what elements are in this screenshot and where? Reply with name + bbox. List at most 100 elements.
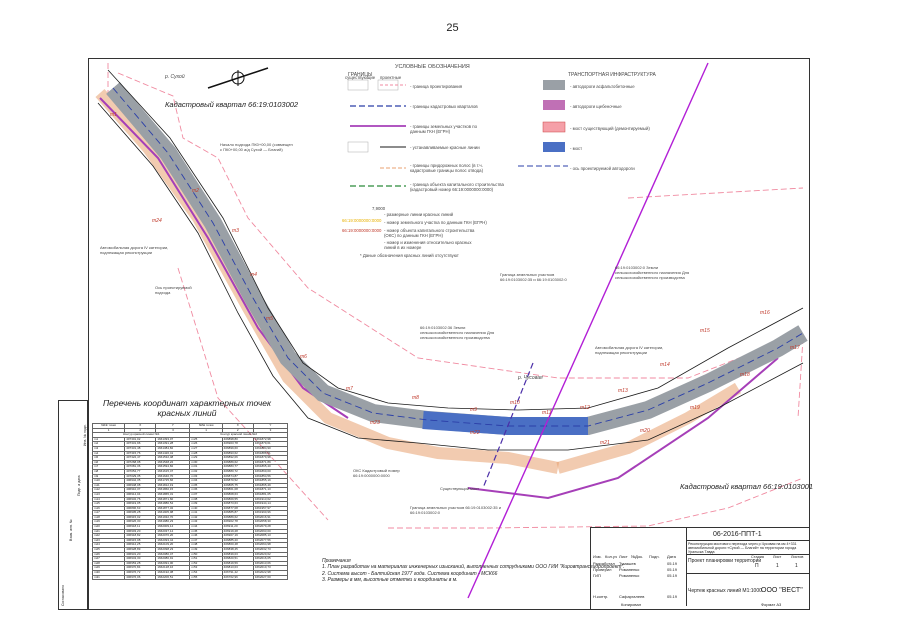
- label-parcel-right: 66:19:0103002:0 Земли сельскохозяйственн…: [615, 265, 690, 280]
- point-label: m13: [618, 388, 628, 394]
- person-role: Проверил: [593, 567, 612, 572]
- sheets-value: 1: [795, 563, 798, 569]
- point-label: m23: [370, 420, 380, 426]
- point-label: m17: [790, 345, 800, 351]
- point-label: m14: [660, 362, 670, 368]
- legend-note: - номер земельного участка по данным ГКН…: [384, 220, 487, 225]
- label-road-left: Автомобильная дорога IV категории, подле…: [100, 245, 169, 255]
- sheet-value: 1: [776, 563, 779, 569]
- person-date: 05.19: [667, 594, 678, 599]
- legend-note: - номер объекта капитального строительст…: [384, 228, 475, 238]
- bridge: [422, 411, 588, 435]
- point-label: m3: [232, 228, 239, 234]
- point-label: m10: [510, 400, 520, 406]
- point-label: m22: [470, 430, 480, 436]
- road-axis: [112, 87, 804, 427]
- label-road-right: Автомобильная дорога IV категории, подле…: [595, 345, 664, 355]
- legend-col-existing: существующие: [345, 75, 376, 80]
- legend-item: - автодороги щебеночные: [570, 104, 622, 109]
- point-label: m11: [542, 410, 552, 416]
- doc-code: 06-2016-ППТ-1: [713, 531, 762, 538]
- point-label: m2: [192, 188, 199, 194]
- person-role: ГИП: [593, 573, 601, 578]
- label-river-top: р. Сухой: [165, 74, 185, 80]
- stamp-col: Изм.: [593, 554, 602, 559]
- cadastral-quarter-boundary: [482, 362, 534, 489]
- remarks-line: 3. Размеры в мм, высотные отметки и коор…: [322, 576, 458, 583]
- legend-item: - мост: [570, 146, 583, 151]
- object-name: Реконструкция мостового перехода через р…: [688, 542, 797, 555]
- legend-code-sample: 66:19:0000000:0000: [342, 218, 382, 223]
- person-name: Романенко: [619, 567, 640, 572]
- legend-item: - границы придорожных полос (в т.ч. када…: [410, 163, 484, 173]
- stage-header: Стадия: [751, 555, 764, 559]
- parcel-boundary-east: [467, 357, 779, 500]
- point-label: m18: [740, 372, 750, 378]
- person-role: Разработал: [593, 561, 615, 566]
- margin-label: Согласовано: [61, 584, 65, 606]
- remarks: Примечания 1. План разработан на материа…: [322, 558, 625, 583]
- legend-item: - граница проектирования: [410, 84, 463, 89]
- copied-label: Копировал: [621, 602, 642, 607]
- legend-swatches: [347, 79, 568, 187]
- point-label: m24: [152, 218, 162, 224]
- person-date: 05.19: [667, 573, 678, 578]
- legend-note: * Даные обозначения красных линий отсутс…: [360, 253, 459, 258]
- stamp-col: Подп.: [649, 554, 660, 559]
- label-boundary-bottom: Граница земельных участков 66:19:0103002…: [410, 505, 501, 515]
- label-river: р. Чусовая: [518, 375, 543, 381]
- format-label: Формат А3: [761, 602, 782, 607]
- label-parcel-mid: 66:19:0103002:36 Земли сельскохозяйствен…: [420, 325, 495, 340]
- point-label: m20: [640, 428, 650, 434]
- page-number: 25: [446, 22, 459, 34]
- stamp-col: Лист: [619, 554, 628, 559]
- margin-label: Подп. и дата: [77, 475, 81, 496]
- label-oks: ОКС Кадастровый номер 66:19:0000000:0000: [353, 468, 400, 478]
- coords-cell: m55: [189, 574, 223, 581]
- point-label: m4: [250, 272, 257, 278]
- stamp-col: Дата: [667, 554, 676, 559]
- margin-label: Взам. инв. №: [69, 519, 73, 541]
- coords-title: Перечень координат характерных точек кра…: [103, 398, 271, 418]
- point-label: m6: [300, 354, 307, 360]
- legend-item: - граница объекта капитального строитель…: [410, 182, 504, 192]
- label-start: Начало подхода ПК0+00,00 (совмещен с ПК0…: [220, 142, 293, 152]
- river-line: [467, 62, 709, 599]
- legend-item: - мост существующий (демонтируемый): [570, 126, 650, 131]
- legend-note: - размерные линии красных линий: [384, 212, 454, 217]
- coords-cell: m31: [91, 574, 126, 581]
- point-label: m7: [346, 386, 353, 392]
- legend-note: - номер и изменения относительно красных…: [384, 240, 472, 250]
- point-label: m5: [266, 316, 273, 322]
- point-label: m15: [700, 328, 710, 334]
- label-axis: Ось проектируемой подхода: [155, 285, 192, 295]
- legend-dim-sample: 7,9000: [372, 206, 386, 211]
- margin-strip: Согласовано Взам. инв. № Подп. и дата Ин…: [58, 400, 88, 610]
- point-label: m1: [110, 112, 117, 118]
- red-line-north: [107, 69, 804, 411]
- existing-road-east: [556, 382, 742, 474]
- person-date: 05.19: [667, 561, 678, 566]
- site-plan: [95, 62, 808, 599]
- point-label: m19: [690, 405, 700, 411]
- legend-item: - границы земельных участков по данным Г…: [410, 124, 477, 134]
- point-label: m12: [580, 405, 590, 411]
- legend-borders-title: ГРАНИЦЫ: [348, 72, 373, 78]
- margin-label: Инв. № подл.: [83, 424, 87, 446]
- point-label: m8: [412, 395, 419, 401]
- red-line-south: [97, 102, 804, 451]
- person-name: Тумашев: [619, 561, 636, 566]
- person-role: Н.контр.: [593, 594, 609, 599]
- legend-col-proposed: проектные: [380, 75, 402, 80]
- point-label: m21: [600, 440, 610, 446]
- coords-cell: 1662206,51: [155, 574, 191, 581]
- cadastral-quarter-bottom: Кадастровый квартал 66:19:0103001: [680, 482, 814, 491]
